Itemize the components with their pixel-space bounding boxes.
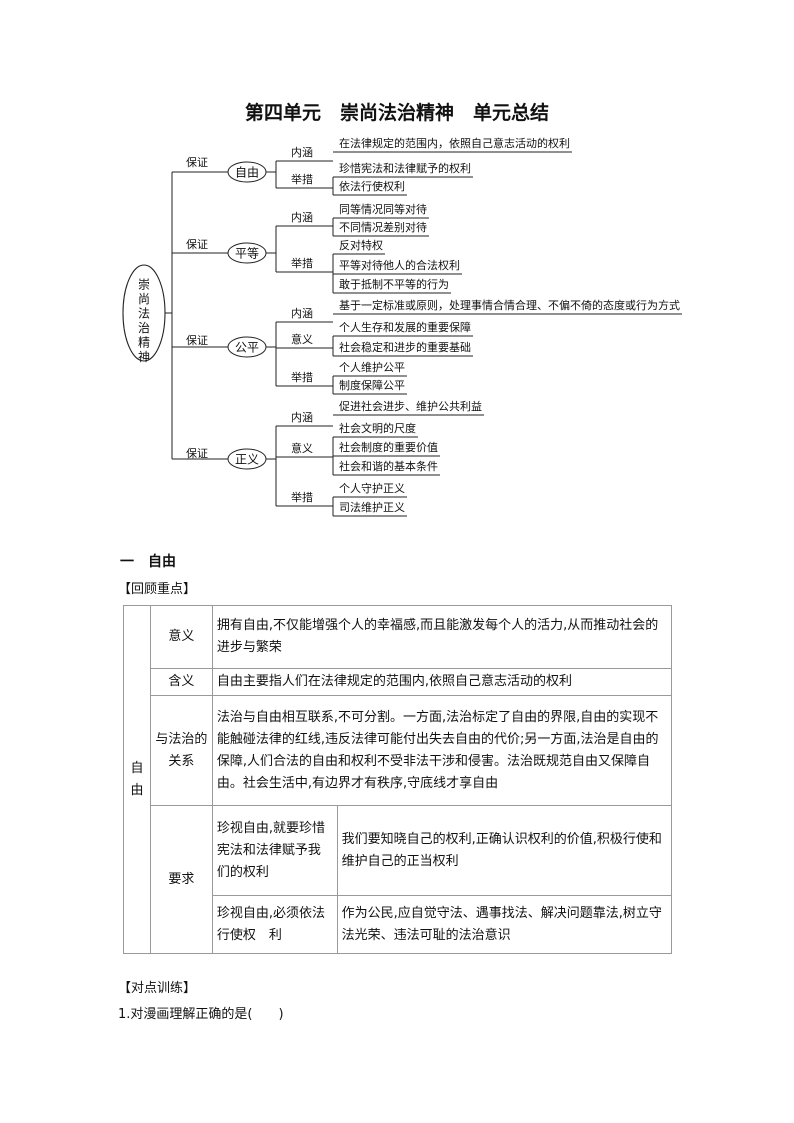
leaf-item: 个人守护正义 xyxy=(339,481,405,495)
requirement-label: 要求 xyxy=(149,805,213,954)
group-label: 内涵 xyxy=(291,145,313,159)
relation-text: 法治与自由相互联系,不可分割。一方面,法治标定了自由的界限,自由的实现不能触碰法… xyxy=(211,695,673,806)
leaf-item: 依法行使权利 xyxy=(339,179,405,193)
leaf-item: 在法律规定的范围内，依照自己意志活动的权利 xyxy=(339,136,570,150)
root-label-char: 治 xyxy=(138,321,150,335)
leaf-item: 敢于抵制不平等的行为 xyxy=(339,277,449,291)
leaf-item: 社会和谐的基本条件 xyxy=(339,459,438,473)
section-heading: 一 自由 xyxy=(120,554,176,570)
leaf-item: 个人维护公平 xyxy=(339,360,405,374)
edge-label-guarantee: 保证 xyxy=(186,155,208,169)
concept-node-label: 平等 xyxy=(235,247,259,261)
root-label-char: 神 xyxy=(138,350,150,364)
leaf-item: 制度保障公平 xyxy=(339,378,405,392)
group-label: 举措 xyxy=(291,370,313,384)
group-label: 意义 xyxy=(291,332,313,346)
edge-label-guarantee: 保证 xyxy=(186,237,208,251)
page-title: 第四单元 崇尚法治精神 单元总结 xyxy=(244,102,549,124)
question-1: 1.对漫画理解正确的是( ) xyxy=(118,1007,284,1022)
group-label: 举措 xyxy=(291,172,313,186)
definition-text: 自由主要指人们在法律规定的范围内,依照自己意志活动的权利 xyxy=(211,668,673,696)
subject-cell: 自由 xyxy=(123,605,151,954)
group-label: 内涵 xyxy=(291,210,313,224)
leaf-item: 司法维护正义 xyxy=(339,500,405,514)
meaning-text: 拥有自由,不仅能增强个人的幸福感,而且能激发每个人的活力,从而推动社会的进步与繁… xyxy=(211,605,673,669)
leaf-item: 社会制度的重要价值 xyxy=(339,440,438,454)
root-label-char: 法 xyxy=(138,307,150,321)
group-label: 举措 xyxy=(291,490,313,504)
requirement-2-label: 珍视自由,必须依法行使权 利 xyxy=(211,895,338,954)
concept-node-label: 正义 xyxy=(235,453,259,467)
root-label-char: 崇 xyxy=(138,278,150,292)
group-label: 举措 xyxy=(291,256,313,270)
relation-label: 与法治的关系 xyxy=(149,695,213,806)
concept-mindmap: 崇尚法治精神保证自由内涵在法律规定的范围内，依照自己意志活动的权利举措珍惜宪法和… xyxy=(122,136,682,517)
group-label: 意义 xyxy=(291,441,313,455)
leaf-item: 个人生存和发展的重要保障 xyxy=(339,320,471,334)
leaf-item: 同等情况同等对待 xyxy=(339,202,427,216)
concept-node-label: 公平 xyxy=(235,341,259,355)
root-label-char: 精 xyxy=(138,336,150,350)
requirement-2-text: 作为公民,应自觉守法、遇事找法、解决问题靠法,树立守法光荣、违法可耻的法治意识 xyxy=(336,895,673,954)
leaf-item: 珍惜宪法和法律赋予的权利 xyxy=(339,161,471,175)
group-label: 内涵 xyxy=(291,306,313,320)
requirement-1-label: 珍视自由,就要珍惜宪法和法律赋予我们的权利 xyxy=(211,805,338,896)
leaf-item: 平等对待他人的合法权利 xyxy=(339,258,460,272)
edge-label-guarantee: 保证 xyxy=(186,333,208,347)
group-label: 内涵 xyxy=(291,410,313,424)
edge-label-guarantee: 保证 xyxy=(186,446,208,460)
leaf-item: 反对特权 xyxy=(339,238,383,252)
freedom-summary-table: 自由 意义 拥有自由,不仅能增强个人的幸福感,而且能激发每个人的活力,从而推动社… xyxy=(123,605,673,954)
leaf-item: 社会稳定和进步的重要基础 xyxy=(339,340,471,354)
requirement-1-text: 我们要知晓自己的权利,正确认识权利的价值,积极行使和维护自己的正当权利 xyxy=(336,805,673,896)
leaf-item: 促进社会进步、维护公共利益 xyxy=(339,399,482,413)
definition-label: 含义 xyxy=(149,668,213,696)
leaf-item: 社会文明的尺度 xyxy=(339,421,416,435)
leaf-item: 基于一定标准或原则，处理事情合情合理、不偏不倚的态度或行为方式 xyxy=(339,298,680,312)
review-label: 【回顾重点】 xyxy=(118,582,197,597)
leaf-item: 不同情况差别对待 xyxy=(339,220,427,234)
concept-node-label: 自由 xyxy=(235,166,259,180)
practice-label: 【对点训练】 xyxy=(118,981,197,996)
root-label-char: 尚 xyxy=(138,292,150,306)
meaning-label: 意义 xyxy=(149,605,213,669)
